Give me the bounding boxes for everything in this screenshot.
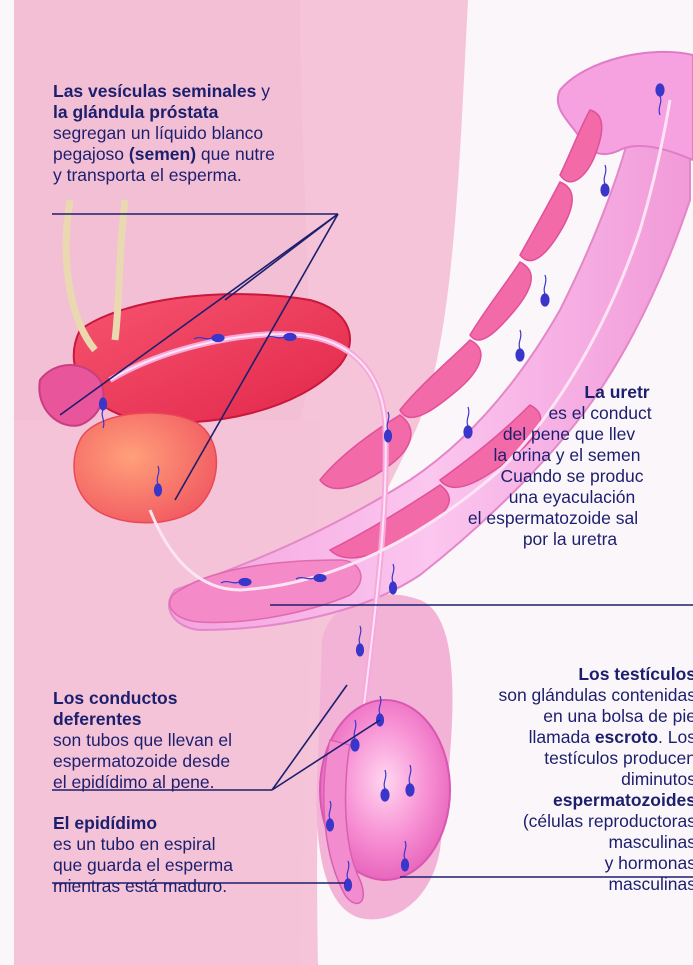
label-testicles: Los testículos son glándulas contenidas … [420,664,693,895]
label-urethra: La uretr es el conduct del pene que llev… [455,382,693,550]
urethra-line-3: Cuando se produc [422,466,693,487]
seminal-conj: y [261,81,270,101]
testicles-line1: son glándulas contenidas [420,685,693,706]
prostate [74,413,216,523]
seminal-line1: segregan un líquido blanco [53,123,353,144]
epididymis-line2: que guarda el esperma [53,855,313,876]
urethra-line-1: del pene que llev [419,424,693,445]
testicles-line4: testículos producen [420,748,693,769]
testicles-title: Los testículos [420,664,693,685]
seminal-line2b: (semen) [129,144,196,164]
testicles-line3a: llamada [529,727,590,747]
vas-title2: deferentes [53,709,313,730]
seminal-line3: y transporta el esperma. [53,165,353,186]
seminal-line2c: que nutre [201,144,275,164]
seminal-title-b: la glándula próstata [53,102,353,123]
label-epididymis: El epidídimo es un tubo en espiral que g… [53,813,313,897]
urethra-line-6: por la uretra [420,529,693,550]
seminal-title-a: Las vesículas seminales [53,81,256,101]
seminal-line2a: pegajoso [53,144,124,164]
testicles-line5: diminutos [420,769,693,790]
urethra-line-4: una eyaculación [422,487,693,508]
testicles-line9: y hormonas [420,853,693,874]
testicles-line6: espermatozoides [420,790,693,811]
label-seminal-vesicles: Las vesículas seminales y la glándula pr… [53,81,353,186]
urethra-line-5: el espermatozoide sal [403,508,693,529]
epididymis-line3: mientras está maduro. [53,876,313,897]
urethra-line-2: la orina y el semen [417,445,693,466]
vas-line1: son tubos que llevan el [53,730,313,751]
epididymis-title: El epidídimo [53,813,313,834]
testicles-line8: masculinas [420,832,693,853]
testicles-line2: en una bolsa de pie [420,706,693,727]
vas-line3: el epidídimo al pene. [53,772,313,793]
testicles-line3c: . Los [658,727,693,747]
label-vas-deferens: Los conductos deferentes son tubos que l… [53,688,313,793]
vas-title1: Los conductos [53,688,313,709]
testicles-line10: masculinas [420,874,693,895]
testicles-line3b: escroto [595,727,658,747]
epididymis-line1: es un tubo en espiral [53,834,313,855]
urethra-line-0: es el conduct [450,403,693,424]
vas-line2: espermatozoide desde [53,751,313,772]
testicles-line7: (células reproductoras [420,811,693,832]
urethra-title: La uretr [467,382,693,403]
